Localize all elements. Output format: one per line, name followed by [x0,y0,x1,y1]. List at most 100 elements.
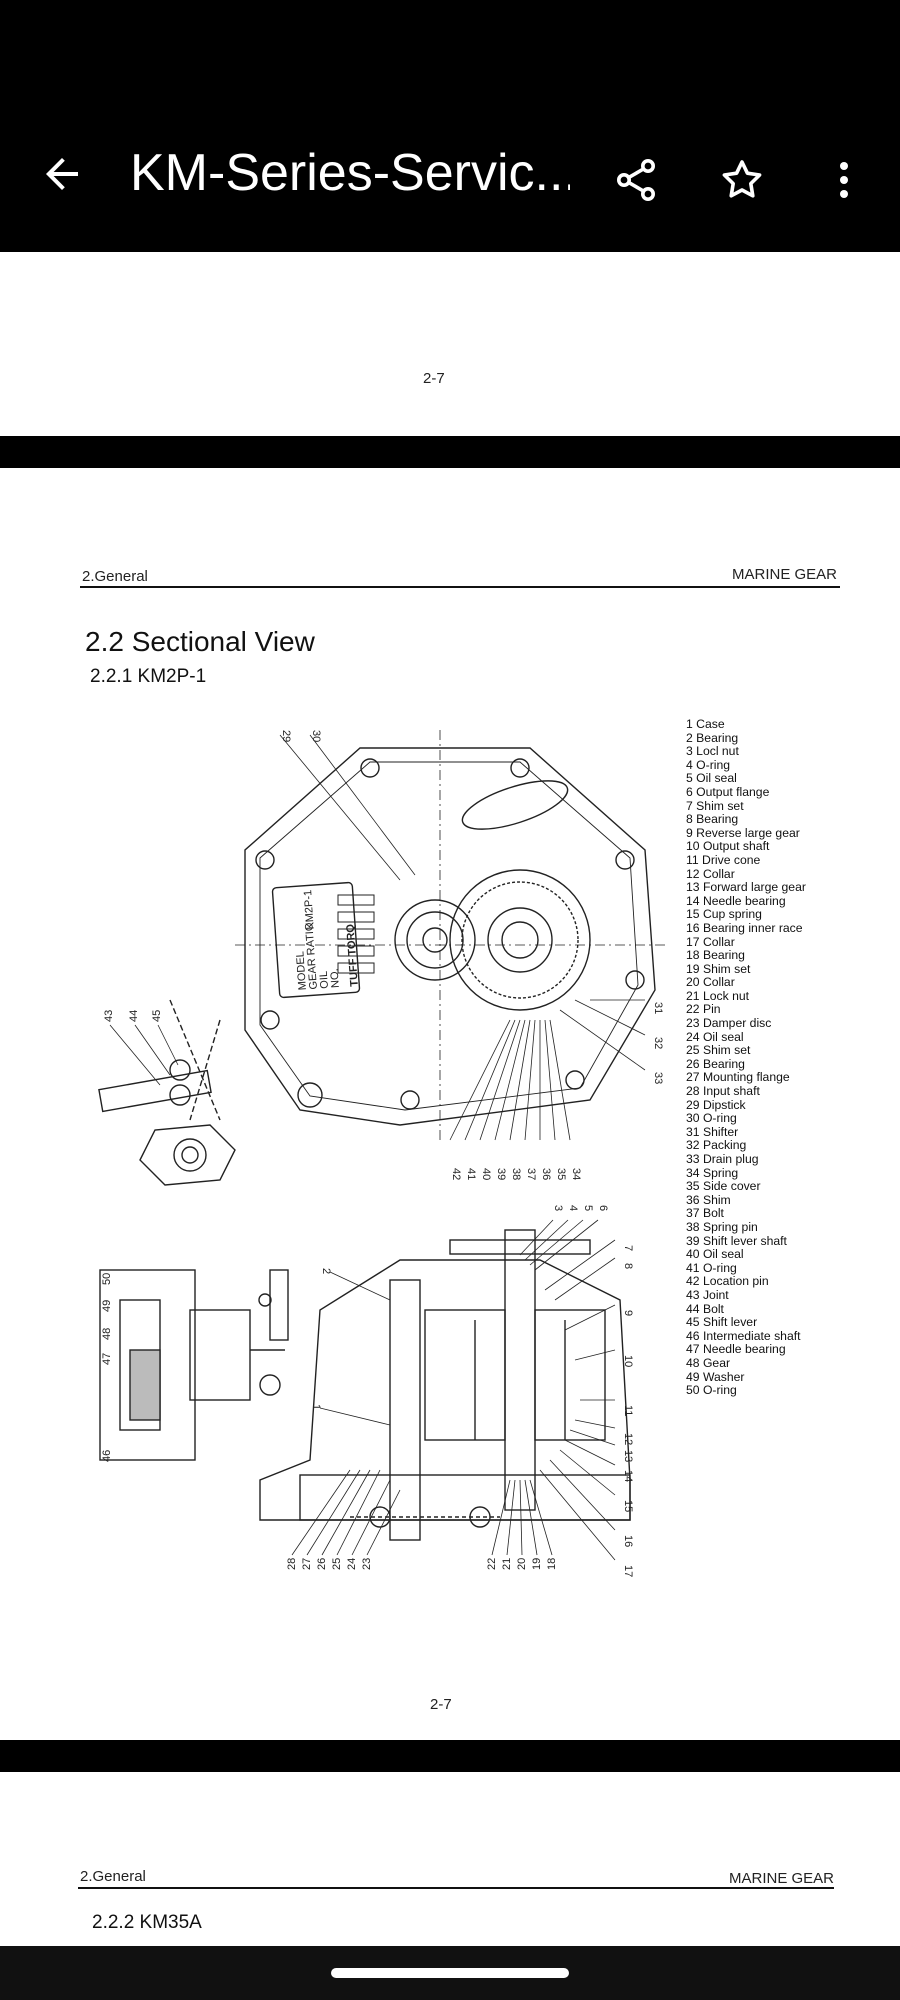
callout-number: 22 [486,1558,498,1570]
part-item: 4 O-ring [686,757,731,772]
part-item: 38 Spring pin [686,1219,758,1234]
part-item: 8 Bearing [686,812,739,827]
part-item: 17 Collar [686,934,735,949]
part-item: 25 Shim set [686,1043,751,1058]
callout-number: 48 [101,1328,113,1340]
callout-number: 20 [516,1558,528,1570]
header-rule [80,586,840,588]
callout-number: 27 [301,1558,313,1570]
part-item: 27 Mounting flange [686,1070,790,1085]
callout-number: 45 [151,1010,163,1022]
part-item: 2 Bearing [686,730,739,745]
part-item: 31 Shifter [686,1124,739,1139]
callout-number: 12 [622,1433,634,1445]
part-item: 9 Reverse large gear [686,825,800,840]
part-item: 32 Packing [686,1138,747,1153]
part-item: 39 Shift lever shaft [686,1233,787,1248]
callout-number: 30 [310,730,322,742]
part-item: 44 Bolt [686,1301,724,1316]
arrow-left-icon[interactable] [38,150,86,198]
home-gesture-handle[interactable] [331,1968,569,1978]
header-left: 2.General [80,1868,146,1885]
part-item: 20 Collar [686,975,735,990]
part-item: 10 Output shaft [686,839,770,854]
part-item: 49 Washer [686,1369,745,1384]
callout-number: 1 [310,1404,322,1410]
part-item: 29 Dipstick [686,1097,746,1112]
part-item: 18 Bearing [686,948,745,963]
header-rule [78,1887,834,1889]
callout-number: 8 [622,1263,634,1269]
nameplate-text: NO. [329,968,342,988]
part-item: 35 Side cover [686,1179,761,1194]
callout-number: 31 [652,1002,664,1014]
header-left: 2.General [82,568,148,585]
more-vert-icon[interactable] [820,156,868,204]
callout-number: 23 [361,1558,373,1570]
callout-number: 38 [510,1168,522,1180]
part-item: 11 Drive cone [686,852,761,867]
callout-number: 35 [555,1168,567,1180]
part-item: 36 Shim [686,1192,731,1207]
callout-number: 10 [622,1355,634,1367]
next-page: 2.General MARINE GEAR 2.2.2 KM35A [0,1772,900,1946]
part-item: 5 Oil seal [686,771,737,786]
part-item: 12 Collar [686,866,735,881]
part-item: 42 Location pin [686,1274,769,1289]
previous-page: 2-7 [0,252,900,436]
callout-number: 36 [540,1168,552,1180]
callout-number: 50 [101,1273,113,1285]
app-bar: KM-Series-Servic... [0,0,900,252]
callout-number: 14 [622,1470,634,1482]
part-item: 7 Shim set [686,798,744,813]
part-item: 28 Input shaft [686,1084,760,1099]
callout-number: 39 [495,1168,507,1180]
share-icon[interactable] [612,156,660,204]
callout-number: 42 [450,1168,462,1180]
callout-number: 3 [552,1205,564,1211]
callout-number: 17 [622,1565,634,1577]
nameplate-text: KM2P-1 [302,889,317,929]
part-item: 40 Oil seal [686,1247,744,1262]
callout-number: 34 [570,1168,582,1180]
part-item: 45 Shift lever [686,1315,758,1330]
part-item: 6 Output flange [686,784,770,799]
part-item: 19 Shim set [686,961,751,976]
callout-number: 41 [465,1168,477,1180]
part-item: 43 Joint [686,1287,729,1302]
page-number: 2-7 [423,370,445,387]
callout-number: 6 [597,1205,609,1211]
callout-number: 13 [622,1450,634,1462]
part-item: 15 Cup spring [686,907,762,922]
callout-number: 7 [622,1245,634,1251]
callout-number: 47 [101,1353,113,1365]
callout-number: 11 [622,1405,634,1416]
callout-number: 32 [652,1037,664,1049]
nameplate-text: TUFF TORQ [344,923,360,987]
header-right: MARINE GEAR [729,1870,835,1887]
part-item: 47 Needle bearing [686,1342,786,1357]
callout-number: 4 [567,1205,579,1211]
part-item: 33 Drain plug [686,1152,759,1166]
system-nav-bar [0,1946,900,2000]
callout-number: 46 [101,1450,113,1462]
callout-number: 16 [622,1535,634,1547]
part-item: 37 Bolt [686,1206,724,1221]
section-title: 2.2 Sectional View [85,626,315,657]
callout-number: 40 [480,1168,492,1180]
callout-number: 43 [103,1010,115,1022]
callout-number: 19 [531,1558,543,1570]
nameplate-text: OIL [318,971,331,990]
callout-number: 15 [622,1500,634,1512]
callout-number: 44 [128,1010,140,1022]
callout-number: 28 [286,1558,298,1570]
part-item: 23 Damper disc [686,1016,772,1031]
callout-number: 26 [316,1558,328,1570]
part-item: 13 Forward large gear [686,880,806,895]
subsection-title: 2.2.1 KM2P-1 [90,666,207,687]
star-outline-icon[interactable] [718,156,766,204]
part-item: 14 Needle bearing [686,893,786,908]
part-item: 24 Oil seal [686,1029,744,1044]
callout-number: 37 [525,1168,537,1180]
